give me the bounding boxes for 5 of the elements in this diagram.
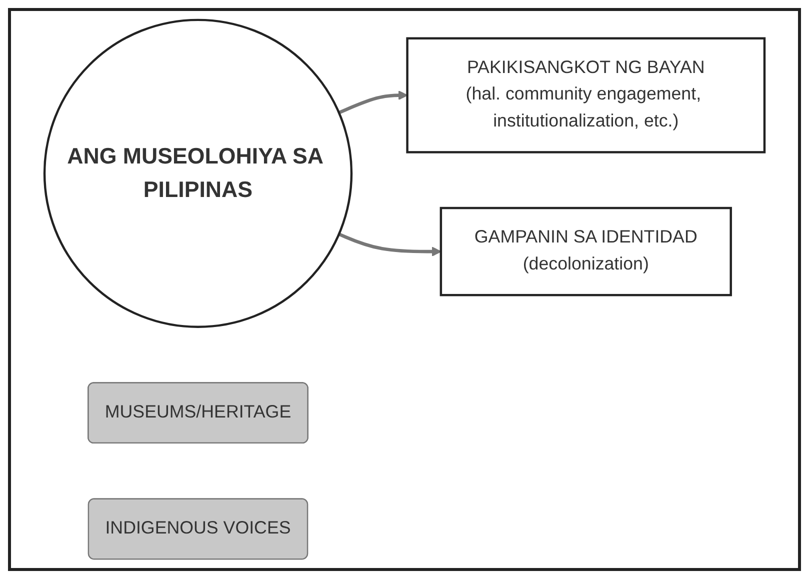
node-box: PAKIKISANGKOT NG BAYAN (hal. community engagement, institutionalization, etc.) (406, 37, 766, 154)
node-circle: ANG MUSEOLOHIYA SA PILIPINAS (43, 18, 353, 328)
arrow (338, 90, 408, 114)
arrow (338, 232, 442, 256)
node-box: GAMPANIN SA IDENTIDAD (decolonization) (440, 206, 732, 296)
